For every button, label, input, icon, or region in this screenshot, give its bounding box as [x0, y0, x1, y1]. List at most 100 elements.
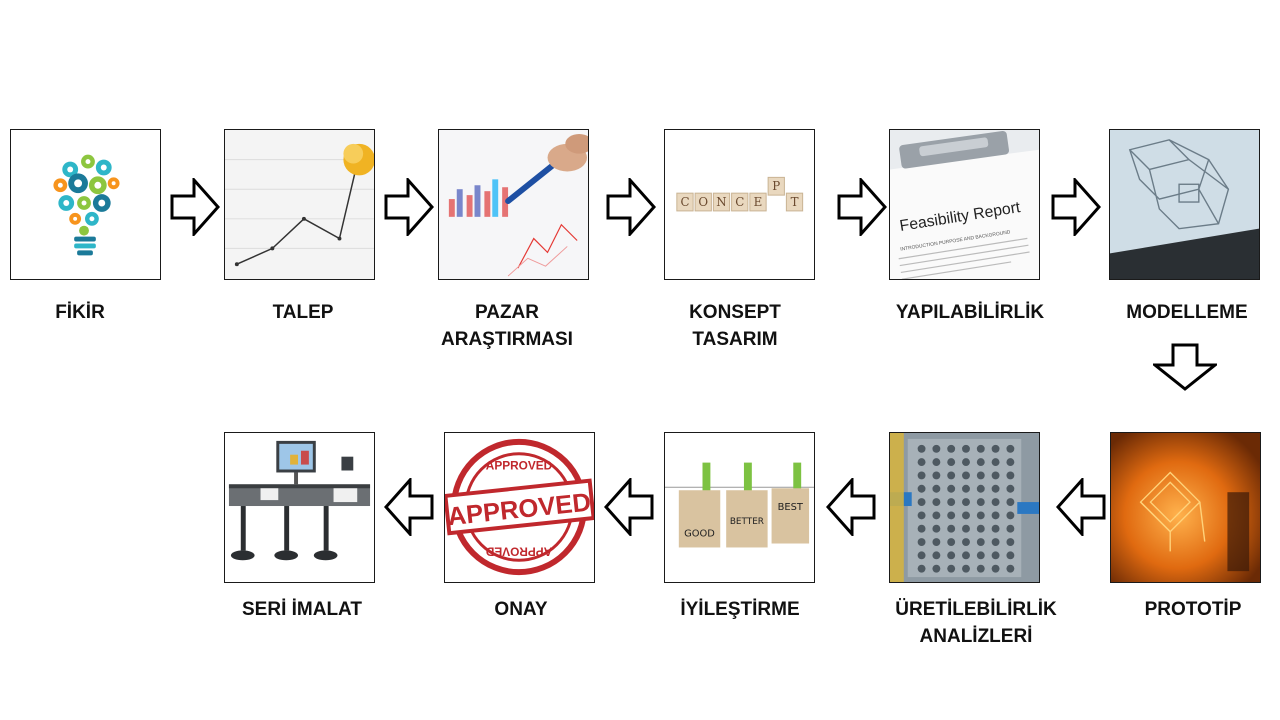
concept-letter-tile: P: [767, 176, 785, 196]
step-label-fikir: FİKİR: [55, 302, 105, 323]
good-better-best-tags-icon: GOOD BETTER BEST: [665, 433, 814, 582]
svg-text:C: C: [680, 195, 689, 209]
mold-cavity: [962, 458, 970, 467]
step-label-onay: ONAY: [494, 599, 548, 620]
mold-cavity: [947, 498, 956, 507]
mold-cavity: [947, 564, 956, 573]
mold-cavity: [976, 444, 985, 453]
mold-cavity: [1006, 458, 1015, 467]
mold-cavity: [962, 511, 970, 520]
svg-text:O: O: [698, 195, 708, 209]
arrow-left-icon: [1056, 478, 1106, 536]
mold-cavity: [932, 538, 941, 546]
mold-cavity: [932, 458, 941, 467]
mold-cavity: [962, 444, 970, 453]
prototype-print-icon: [1111, 433, 1260, 582]
step-uretilebilirlik-image: [889, 432, 1040, 583]
arrow-right-icon: [837, 178, 887, 236]
concept-letter-tile: C: [731, 192, 749, 212]
mold-cavity: [976, 471, 985, 480]
mold-cavity: [1006, 551, 1015, 560]
mold-cavity: [917, 498, 926, 507]
mold-cavity: [947, 511, 956, 520]
mold-cavity: [917, 444, 926, 453]
mold-cavity: [917, 458, 926, 467]
mold-cavity: [976, 564, 985, 573]
svg-text:P: P: [772, 179, 780, 193]
approved-stamp-icon: APPROVED APPROVED APPROVED: [445, 433, 594, 582]
gear-lightbulb-icon: [53, 154, 120, 256]
mold-cavity: [976, 458, 985, 467]
svg-text:T: T: [791, 195, 799, 209]
arrow-left-icon: [826, 478, 876, 536]
mold-cavity: [1006, 484, 1015, 493]
mold-cavity: [1006, 564, 1015, 573]
concept-letter-tile: C: [676, 192, 694, 212]
tag-best: BEST: [778, 502, 804, 513]
concept-letter-tile: N: [712, 192, 731, 212]
market-research-chart-icon: [439, 130, 588, 279]
mold-cavity: [991, 564, 1000, 573]
mold-cavity: [932, 564, 941, 573]
step-label-iyilestirme: İYİLEŞTİRME: [680, 599, 800, 620]
mold-cavity: [1006, 498, 1015, 507]
step-label-pazar: PAZAR ARAŞTIRMASI: [441, 302, 573, 350]
mold-cavity: [947, 458, 956, 467]
mold-cavity: [932, 524, 941, 533]
step-label-talep: TALEP: [272, 302, 334, 323]
step-label-prototip: PROTOTİP: [1144, 599, 1242, 620]
step-talep-image: [224, 129, 375, 280]
mold-cavity: [976, 511, 985, 520]
step-label-konsept: KONSEPT TASARIM: [689, 302, 781, 350]
step-fikir-image: [10, 129, 161, 280]
mold-cavity: [932, 444, 941, 453]
rising-chart-icon: [225, 130, 374, 279]
mold-cavity: [991, 498, 1000, 507]
mold-cavity: [1006, 538, 1015, 546]
concept-letter-tile: T: [785, 192, 804, 212]
arrow-right-icon: [384, 178, 434, 236]
step-seri-image: [224, 432, 375, 583]
mold-cavity: [991, 511, 1000, 520]
mold-cavity: [947, 524, 956, 533]
arrow-left-icon: [384, 478, 434, 536]
mold-cavity: [947, 551, 956, 560]
mold-cavity: [932, 511, 941, 520]
cad-model-icon: [1110, 130, 1259, 279]
arrow-left-icon: [604, 478, 654, 536]
mold-cavity: [947, 538, 956, 546]
mold-cavity: [917, 484, 926, 493]
mold-cavity: [917, 511, 926, 520]
arrow-down-icon: [1153, 343, 1217, 391]
mold-cavity: [1006, 471, 1015, 480]
mold-cavity: [932, 498, 941, 507]
arrow-right-icon: [606, 178, 656, 236]
step-prototip-image: [1110, 432, 1261, 583]
mold-cavity: [991, 524, 1000, 533]
tag-good: GOOD: [684, 529, 715, 540]
mold-cavity: [932, 471, 941, 480]
mold-cavity: [976, 484, 985, 493]
step-label-yapilabilirlik: YAPILABİLİRLİK: [895, 302, 1045, 323]
svg-text:E: E: [754, 195, 763, 209]
mold-cavity: [917, 471, 926, 480]
mold-cavity: [917, 538, 926, 546]
mold-cavity: [962, 538, 970, 546]
mold-cavity: [1006, 524, 1015, 533]
mold-cavity: [991, 538, 1000, 546]
mold-cavity: [947, 484, 956, 493]
step-label-seri: SERİ İMALAT: [242, 599, 362, 620]
mold-cavity: [1006, 511, 1015, 520]
production-line-icon: [225, 433, 374, 582]
mold-cavity: [962, 471, 970, 480]
arrow-right-icon: [1051, 178, 1101, 236]
feasibility-report-icon: Feasibility Report INTRODUCTION PURPOSE …: [890, 130, 1039, 279]
mold-cavity: [962, 564, 970, 573]
mold-cavity: [962, 551, 970, 560]
svg-text:C: C: [735, 195, 744, 209]
mold-cavity: [991, 458, 1000, 467]
step-label-uretilebilirlik: ÜRETİLEBİLİRLİK ANALİZLERİ: [895, 599, 1057, 647]
mold-cavity: [932, 484, 941, 493]
svg-text:N: N: [716, 195, 726, 209]
